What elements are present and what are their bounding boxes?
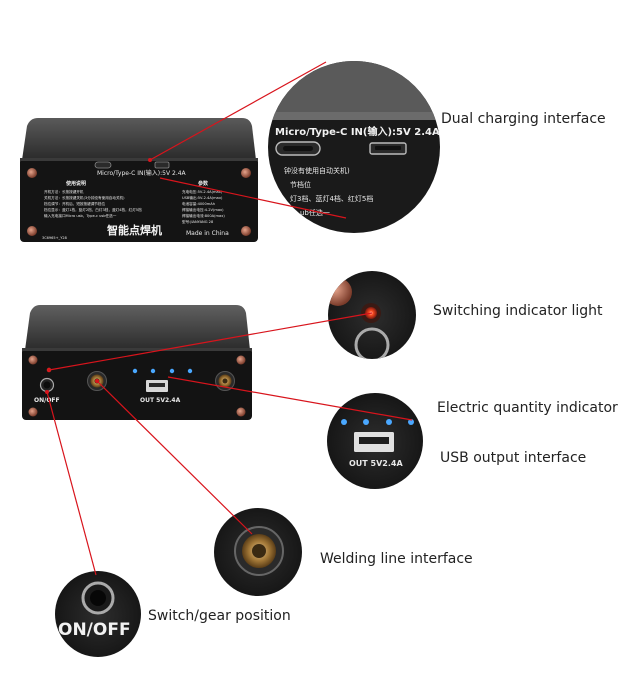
zoom-text-line: 钟没有使用自动关机) [284,166,350,175]
usage-line: 开机方法：长按按键开机 [44,189,84,194]
label-welding-line: Welding line interface [320,551,473,567]
zoom-onoff-label: ON/OFF [58,620,131,640]
zoom-switch-indicator [328,271,416,359]
usage-line: 关机方法：长按按键关机(3分钟没有使用自动关机) [44,195,125,200]
param-line: 电池容量:4000mAh [182,201,215,206]
label-electric-quantity: Electric quantity indicator [437,400,618,416]
label-dual-charging: Dual charging interface [441,111,606,127]
screw-icon [241,168,251,178]
zoom-header-text: Micro/Type-C IN(输入):5V 2.4A [275,125,440,138]
device-top-view: Micro/Type-C IN(输入):5V 2.4A 使用说明 参数 开机方法… [20,118,258,242]
battery-led-icon [132,368,138,374]
device-front-view: ON/OFF OUT 5V2.4A [22,305,252,420]
made-in-text: Made in China [186,230,229,237]
screw-icon [236,355,246,365]
onoff-label: ON/OFF [34,397,60,404]
param-line: 焊接输出电压:4.2V(max) [182,207,224,212]
zoom-usb-output: OUT 5V2.4A [327,393,423,489]
zoom-text-line: ub任选一 [300,208,330,217]
param-line: 型号:JIANYANG 28 [182,219,214,224]
callout-lines [46,61,413,576]
zoom-power-switch: ON/OFF [55,571,141,657]
battery-led-icon [363,419,369,425]
usage-title: 使用说明 [65,180,86,187]
out-label: OUT 5V2.4A [140,397,181,404]
top-header-text: Micro/Type-C IN(输入):5V 2.4A [97,169,187,177]
screw-icon [27,168,37,178]
serial-text: 3C6965+_Y28 [42,236,67,240]
screw-icon [28,355,38,365]
param-line: 充电电压:5V-2.4A(max) [182,189,223,194]
screw-icon [241,226,251,236]
battery-led-icon [150,368,156,374]
zoom-text-line: 灯3档、蓝灯4档、红灯5档 [290,194,373,203]
battery-led-icon [341,419,347,425]
label-usb-output: USB output interface [440,450,587,466]
zoom-text-line: 节档位 [290,180,311,189]
battery-led-icon [386,419,392,425]
zoom-out-label: OUT 5V2.4A [349,459,403,468]
usage-line: 档位显示：蓝灯1档，蓝灯2档，白灯3档，蓝灯4档，红灯5档 [44,207,142,212]
battery-led-icon [169,368,175,374]
micro-usb-port-icon [154,161,170,169]
screw-icon [28,407,38,417]
type-c-port-icon [94,161,112,169]
params-title: 参数 [198,180,209,187]
zoom-welding-connector [214,508,302,596]
battery-led-icon [187,368,193,374]
screw-icon [236,407,246,417]
usage-line: 输入充电接口Micro usb，Type-c usb任选一 [44,213,117,218]
brand-text: 智能点焊机 [107,223,162,237]
param-line: USB输出:5V-2.4A(max) [182,195,223,200]
usage-line: 档位调节：开机后，短按按键调节档位 [44,201,105,206]
label-switch-gear: Switch/gear position [148,608,291,624]
battery-led-icon [408,419,414,425]
screw-icon [27,226,37,236]
label-switch-indicator: Switching indicator light [433,303,603,319]
param-line: 焊接输出电流:800A(max) [182,213,225,218]
